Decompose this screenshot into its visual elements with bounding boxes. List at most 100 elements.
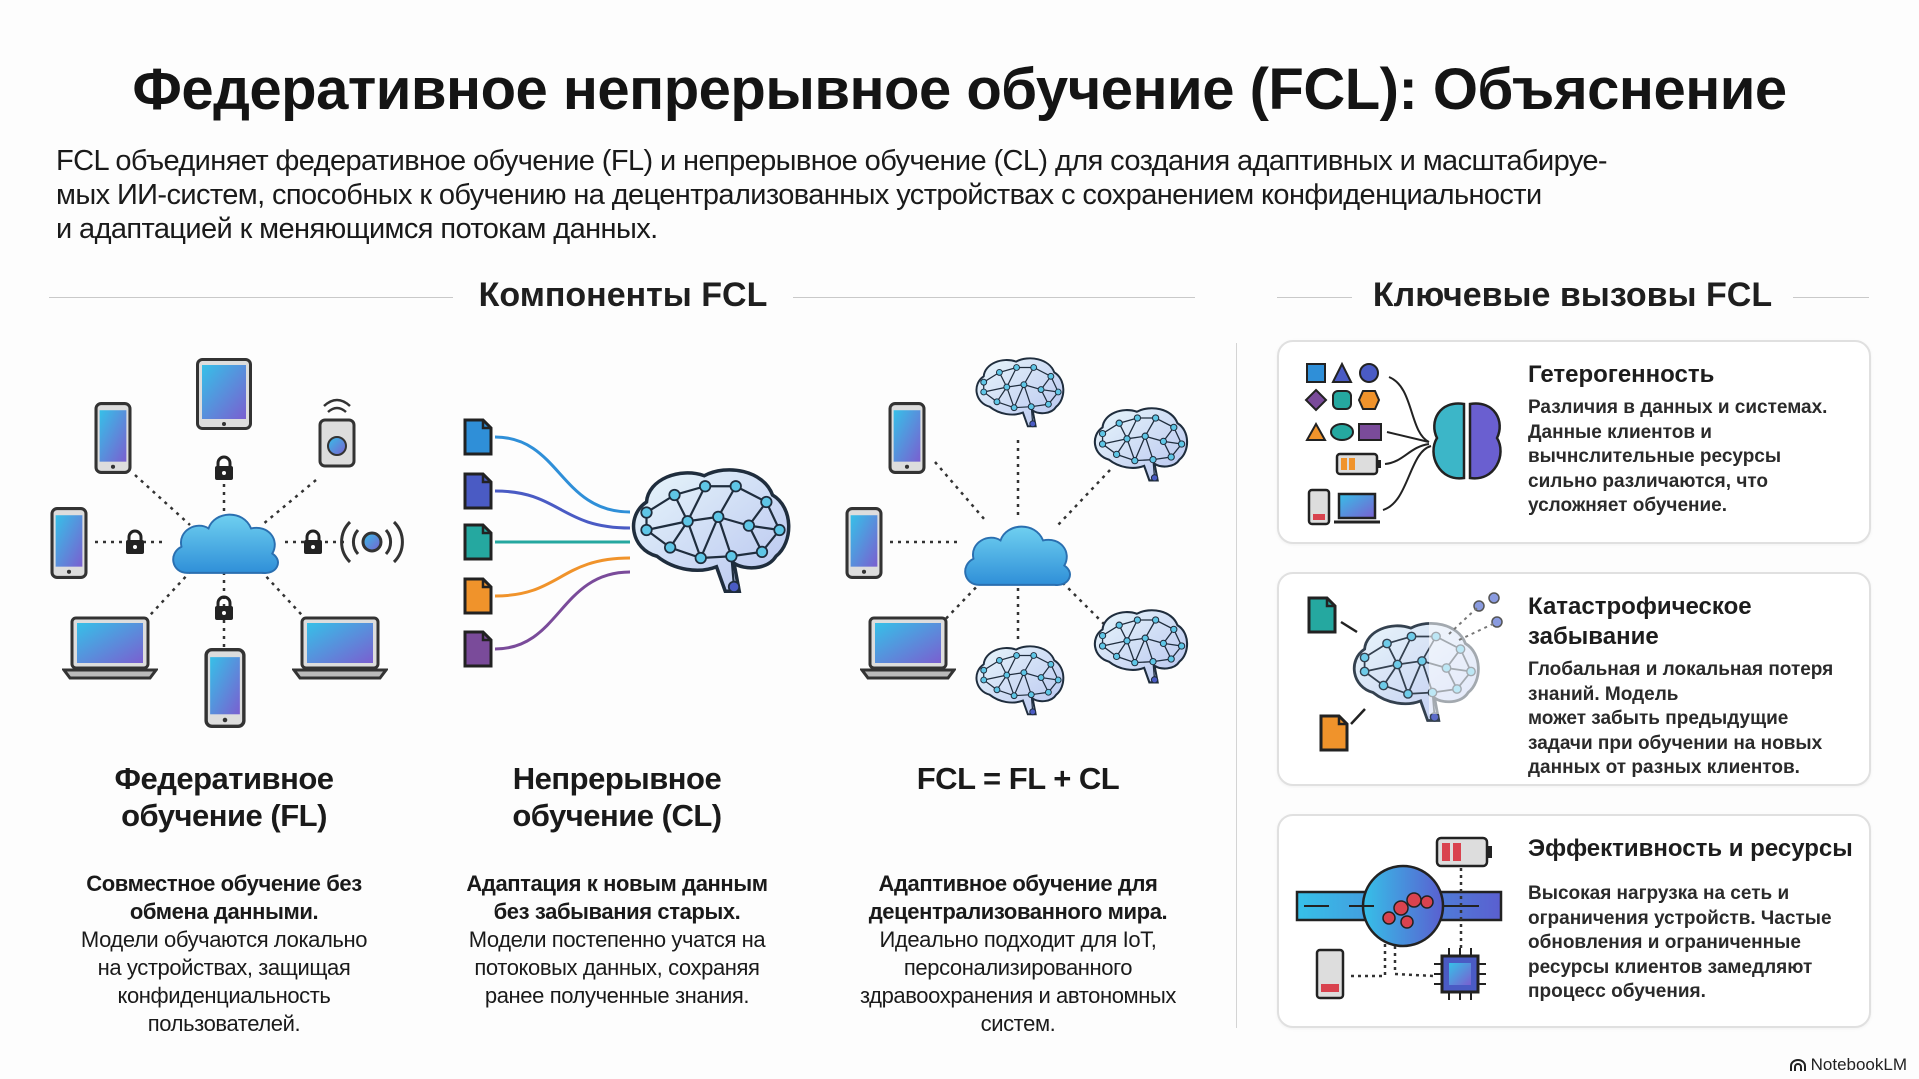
component-continual: Непрерывное обучение (CL) Адаптация к но…: [427, 760, 807, 1010]
divider: [793, 297, 1195, 298]
body-line: данных от разных клиентов.: [1528, 757, 1800, 778]
body-line: Модели постепенно учатся на: [468, 927, 766, 952]
document-icon: [463, 630, 493, 668]
body-line: Идеально подходит для IoT,: [879, 927, 1157, 952]
card-description: Глобальная и локальная потеря знаний. Мо…: [1528, 658, 1863, 781]
body-line: потоковых данных, сохраняя: [474, 955, 760, 980]
lock-icon: [213, 595, 235, 621]
card-description: Высокая нагрузка на сеть и ограничения у…: [1528, 882, 1863, 1005]
card-title: Катастрофическое забывание: [1528, 592, 1863, 652]
title-line: Катастрофическое: [1528, 593, 1752, 620]
body-line: Модели обучаются локально: [80, 927, 368, 952]
component-description: Адаптация к новым данным без забывания с…: [427, 870, 807, 1010]
body-line: систем.: [980, 1011, 1056, 1036]
challenge-card-catastrophic-forgetting: Катастрофическое забывание Глобальная и …: [1277, 572, 1871, 786]
body-line: Глобальная и локальная потеря: [1528, 659, 1834, 680]
fcl-illustration: [845, 357, 1189, 716]
card-text: Гетерогенность Различия в данных и систе…: [1528, 360, 1863, 519]
phone-icon: [845, 507, 883, 579]
tablet-icon: [196, 357, 252, 431]
federated-devices: [50, 357, 404, 728]
vertical-divider: [1236, 343, 1237, 1028]
body-line: без забывания старых.: [493, 899, 741, 924]
document-icon: [1319, 714, 1349, 752]
document-icon: [463, 418, 493, 456]
phone-icon: [50, 507, 88, 579]
lock-icon: [302, 529, 324, 555]
challenge-card-heterogeneity: Гетерогенность Различия в данных и систе…: [1277, 340, 1871, 544]
body-line: Данные клиентов и: [1528, 421, 1712, 443]
body-line: задачи при обучении на новых: [1528, 732, 1823, 754]
efficiency-illustration: [1295, 836, 1503, 1000]
body-line: Адаптивное обучение для: [878, 871, 1158, 896]
title-line: обучение (CL): [512, 798, 722, 833]
continual-learning-illustration: [463, 418, 791, 668]
watermark: NotebookLM: [1789, 1055, 1907, 1075]
cloud-icon: [964, 525, 1071, 587]
watermark-text: NotebookLM: [1810, 1055, 1907, 1074]
body-line: обмена данными.: [129, 899, 319, 924]
document-icon: [1307, 596, 1337, 634]
body-line: пользователей.: [147, 1011, 301, 1036]
body-line: усложняет обучение.: [1528, 495, 1728, 516]
title-line: FCL = FL + CL: [916, 761, 1120, 796]
body-line: ограничения устройств. Частые: [1528, 907, 1832, 929]
card-text: Эффективность и ресурсы Высокая нагрузка…: [1528, 834, 1863, 1005]
card-text: Катастрофическое забывание Глобальная и …: [1528, 592, 1863, 781]
laptop-icon: [292, 616, 388, 680]
challenge-card-efficiency: Эффективность и ресурсы Высокая нагрузка…: [1277, 814, 1871, 1028]
title-line: Федеративное: [114, 761, 335, 796]
title-line: забывание: [1528, 623, 1659, 650]
radio-wave-icon: [340, 520, 404, 564]
divider: [1277, 297, 1352, 298]
body-line: знаний. Модель: [1528, 683, 1679, 705]
subtitle-line: и адаптацией к меняющимся потокам данных…: [56, 213, 658, 245]
component-description: Совместное обучение без обмена данными. …: [34, 870, 414, 1038]
heterogeneity-illustration: [1304, 361, 1502, 526]
challenges-header: Ключевые вызовы FCL: [1372, 276, 1773, 314]
lock-icon: [124, 529, 146, 555]
subtitle: FCL объединяет федеративное обучение (FL…: [56, 144, 1608, 246]
body-line: Совместное обучение без: [86, 871, 362, 896]
body-line: ранее полученные знания.: [484, 983, 750, 1008]
divider: [49, 297, 453, 298]
body-line: обновления и ограниченные: [1528, 932, 1801, 953]
body-line: Различия в данных и системах.: [1528, 397, 1828, 418]
component-description: Адаптивное обучение для децентрализованн…: [828, 870, 1208, 1038]
body-line: ресурсы клиентов замедляют: [1528, 956, 1813, 978]
laptop-icon: [860, 616, 956, 680]
component-federated: Федеративное обучение (FL) Совместное об…: [34, 760, 414, 1038]
neural-brain-icon: [975, 357, 1065, 428]
component-title: Непрерывное обучение (CL): [427, 760, 807, 834]
lock-icon: [213, 455, 235, 481]
subtitle-line: мых ИИ-систем, способных к обучению на д…: [56, 179, 1542, 211]
components-header: Компоненты FCL: [478, 276, 768, 314]
speaker-icon: [318, 398, 356, 468]
card-description: Различия в данных и системах. Данные кли…: [1528, 396, 1863, 519]
document-icon: [463, 472, 493, 510]
title-line: обучение (FL): [121, 798, 327, 833]
divider: [1793, 297, 1869, 298]
body-line: Высокая нагрузка на сеть и: [1528, 883, 1790, 904]
body-line: может забыть предыдущие: [1528, 708, 1789, 729]
phone-icon: [204, 648, 246, 728]
card-title: Гетерогенность: [1528, 361, 1715, 388]
component-title: Федеративное обучение (FL): [34, 760, 414, 834]
phone-icon: [94, 402, 132, 474]
subtitle-line: FCL объединяет федеративное обучение (FL…: [56, 145, 1608, 177]
document-icon: [463, 523, 493, 561]
body-line: сильно различаются, что: [1528, 470, 1769, 492]
card-title: Эффективность и ресурсы: [1528, 835, 1853, 862]
title-line: Непрерывное: [512, 761, 722, 796]
body-line: децентрализованного мира.: [868, 899, 1168, 924]
document-icon: [463, 577, 493, 615]
body-line: здравоохранения и автономных: [859, 983, 1177, 1008]
neural-brain-icon: [1093, 609, 1189, 685]
page-title: Федеративное непрерывное обучение (FCL):…: [132, 57, 1787, 122]
forgetting-illustration: [1307, 592, 1503, 752]
laptop-icon: [62, 616, 158, 680]
component-title: FCL = FL + CL: [828, 760, 1208, 834]
body-line: конфиденциальность: [117, 983, 331, 1008]
body-line: процесс обучения.: [1528, 981, 1706, 1002]
neural-brain-icon: [975, 645, 1065, 716]
